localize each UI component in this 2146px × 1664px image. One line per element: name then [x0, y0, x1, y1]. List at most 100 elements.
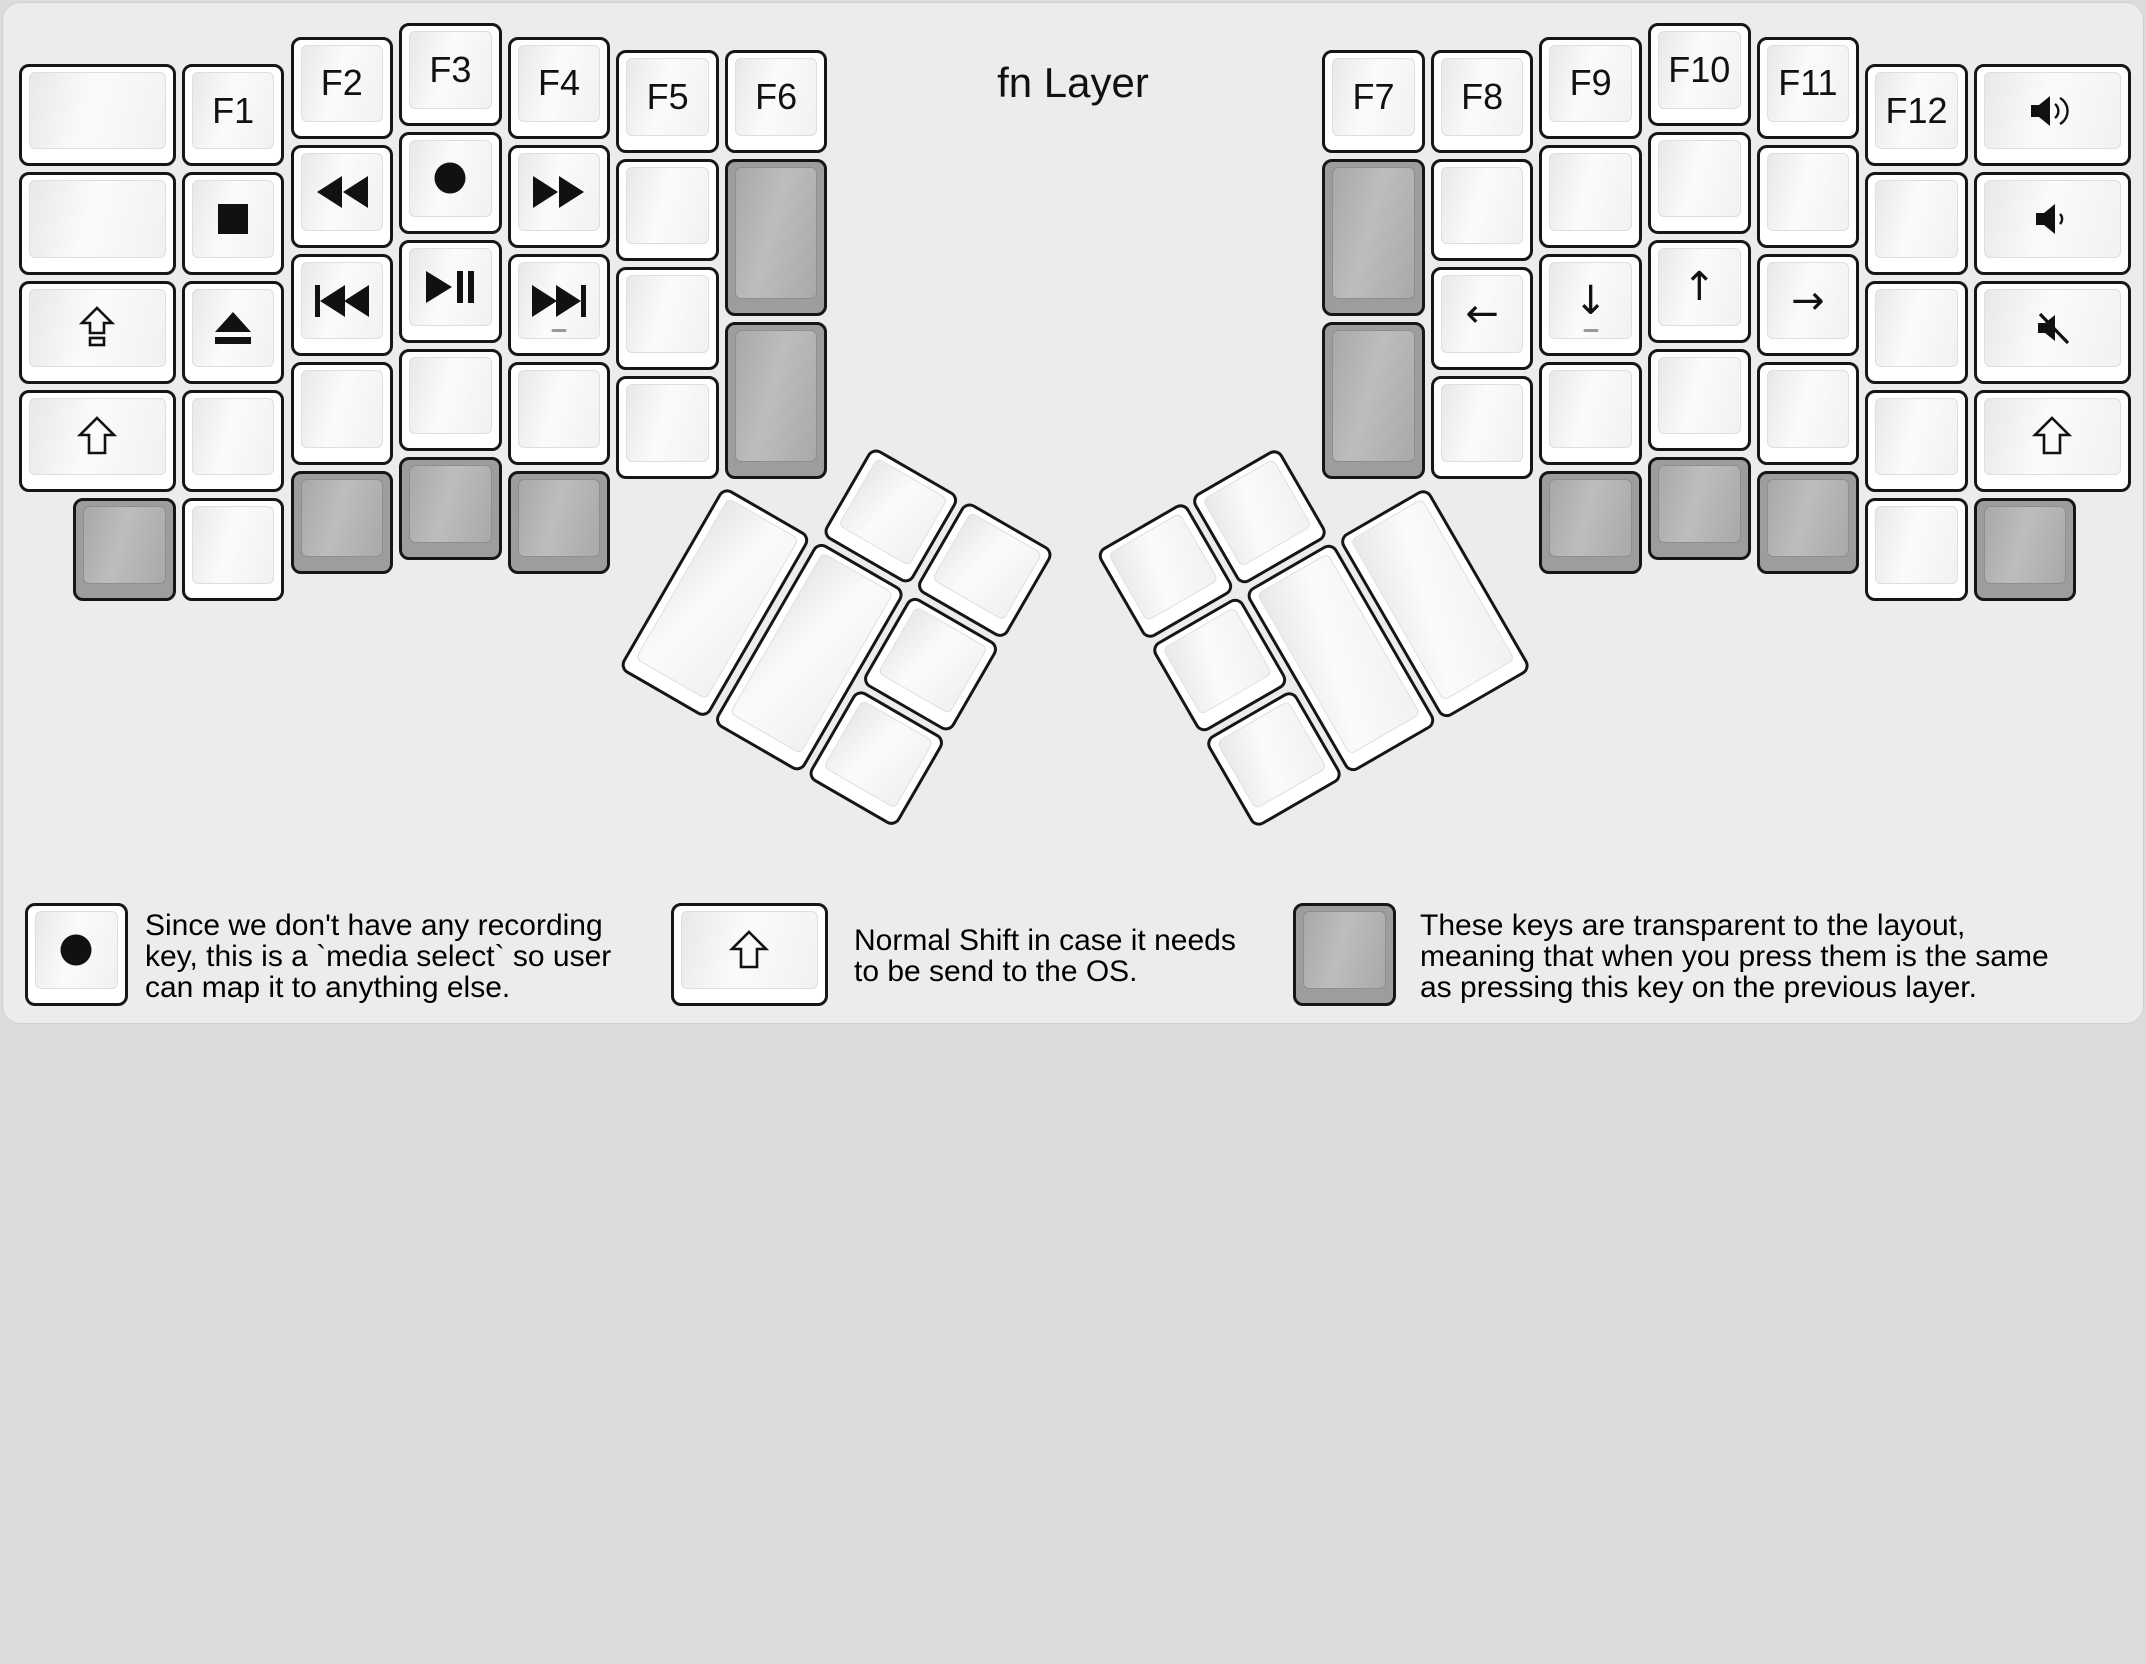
key-cap	[191, 288, 275, 367]
key-cap	[1549, 478, 1632, 557]
key-blank[interactable]	[1756, 145, 1860, 248]
key-shift-left[interactable]	[19, 389, 176, 493]
key-mute[interactable]	[1973, 280, 2131, 384]
key-blank[interactable]	[19, 172, 176, 275]
key-cap	[1766, 370, 1850, 448]
key-blank[interactable]	[1865, 389, 1968, 493]
key-caps-lock[interactable]	[19, 280, 176, 384]
legend-transparent-key	[1293, 903, 1396, 1006]
key-cap	[191, 397, 275, 476]
key-transparent[interactable]	[1973, 498, 2077, 601]
legend-line: Since we don't have any recording	[145, 909, 603, 942]
key-shift-right[interactable]	[1973, 389, 2131, 493]
legend-line: key, this is a `media select` so user	[145, 940, 612, 973]
key-stop[interactable]	[181, 172, 285, 275]
rewind-icon	[315, 175, 369, 209]
key-cap: F6	[734, 58, 818, 136]
key-transparent[interactable]	[1539, 470, 1642, 574]
key-arrow-down[interactable]: ↓	[1539, 253, 1642, 357]
legend-keys	[3, 3, 2143, 1023]
key-transparent[interactable]	[1322, 158, 1425, 316]
key-blank[interactable]	[616, 267, 719, 370]
key-transparent[interactable]	[507, 470, 611, 574]
homing-bar	[551, 329, 567, 333]
key-next-track[interactable]	[507, 253, 611, 357]
key-blank[interactable]	[1865, 498, 1968, 601]
key-f8[interactable]: F8	[1430, 50, 1534, 153]
prev-track-icon	[314, 284, 370, 318]
key-blank[interactable]	[1539, 362, 1642, 465]
key-cap	[35, 911, 118, 989]
layer-title: fn Layer	[997, 59, 1149, 106]
key-blank[interactable]	[290, 362, 394, 465]
key-blank[interactable]	[19, 63, 176, 167]
key-transparent[interactable]	[399, 457, 502, 560]
key-transparent[interactable]	[1648, 457, 1751, 560]
key-blank[interactable]	[399, 348, 502, 452]
key-cap	[734, 329, 818, 462]
key-arrow-right[interactable]: →	[1756, 253, 1860, 357]
key-blank[interactable]	[1430, 375, 1534, 479]
key-cap	[1983, 71, 2121, 150]
key-cap	[1549, 370, 1632, 448]
arrow-down-icon: ↓	[1573, 277, 1608, 324]
key-cap	[191, 180, 275, 258]
key-blank[interactable]	[1648, 348, 1751, 452]
key-f12[interactable]: F12	[1865, 63, 1968, 167]
key-blank[interactable]	[616, 375, 719, 479]
key-prev-track[interactable]	[290, 253, 394, 357]
key-transparent[interactable]	[1756, 470, 1860, 574]
key-cap	[1983, 397, 2121, 476]
key-blank[interactable]	[1865, 280, 1968, 384]
key-f2[interactable]: F2	[290, 36, 394, 140]
key-arrow-left[interactable]: ←	[1430, 267, 1534, 370]
key-f1[interactable]: F1	[181, 63, 285, 167]
key-play-pause[interactable]	[399, 240, 502, 343]
key-cap	[29, 288, 166, 367]
key-eject[interactable]	[181, 280, 285, 384]
key-f4[interactable]: F4	[507, 36, 611, 140]
key-transparent[interactable]	[73, 498, 176, 601]
key-blank[interactable]	[507, 362, 611, 465]
key-f9[interactable]: F9	[1539, 36, 1642, 140]
key-blank[interactable]	[616, 158, 719, 262]
key-record[interactable]	[399, 131, 502, 235]
key-blank[interactable]	[1865, 172, 1968, 275]
key-blank[interactable]	[181, 498, 285, 601]
shift-icon	[76, 416, 118, 456]
arrow-up-icon: ↑	[1682, 263, 1717, 310]
key-f3[interactable]: F3	[399, 23, 502, 126]
key-transparent[interactable]	[1322, 321, 1425, 479]
key-cap	[626, 275, 709, 353]
key-transparent[interactable]	[724, 321, 828, 479]
key-blank[interactable]	[1648, 131, 1751, 235]
legend-note-shift: Normal Shift in case it needs to be send…	[854, 925, 1236, 987]
key-f7[interactable]: F7	[1322, 50, 1425, 153]
key-f6[interactable]: F6	[724, 50, 828, 153]
key-blank[interactable]	[1539, 145, 1642, 248]
key-volume-down[interactable]	[1973, 172, 2131, 275]
key-cap: ↓	[1549, 261, 1632, 340]
key-f5[interactable]: F5	[616, 50, 719, 153]
key-blank[interactable]	[1430, 158, 1534, 262]
key-cap	[1875, 506, 1958, 584]
eject-icon	[214, 311, 252, 345]
key-blank[interactable]	[1756, 362, 1860, 465]
key-f10[interactable]: F10	[1648, 23, 1751, 126]
key-label: F2	[320, 62, 363, 104]
key-arrow-up[interactable]: ↑	[1648, 240, 1751, 343]
key-transparent[interactable]	[724, 158, 828, 316]
legend-line: to be send to the OS.	[854, 955, 1138, 988]
key-volume-up[interactable]	[1973, 63, 2131, 167]
key-f11[interactable]: F11	[1756, 36, 1860, 140]
key-label: F5	[646, 75, 689, 117]
key-cap	[1440, 383, 1524, 462]
legend-note-transparent: These keys are transparent to the layout…	[1420, 910, 2049, 1003]
key-cap	[734, 166, 818, 299]
key-cap	[300, 370, 384, 448]
key-fast-forward[interactable]	[507, 145, 611, 248]
key-transparent[interactable]	[290, 470, 394, 574]
key-blank[interactable]	[181, 389, 285, 493]
key-rewind[interactable]	[290, 145, 394, 248]
key-cap: F2	[300, 44, 384, 123]
